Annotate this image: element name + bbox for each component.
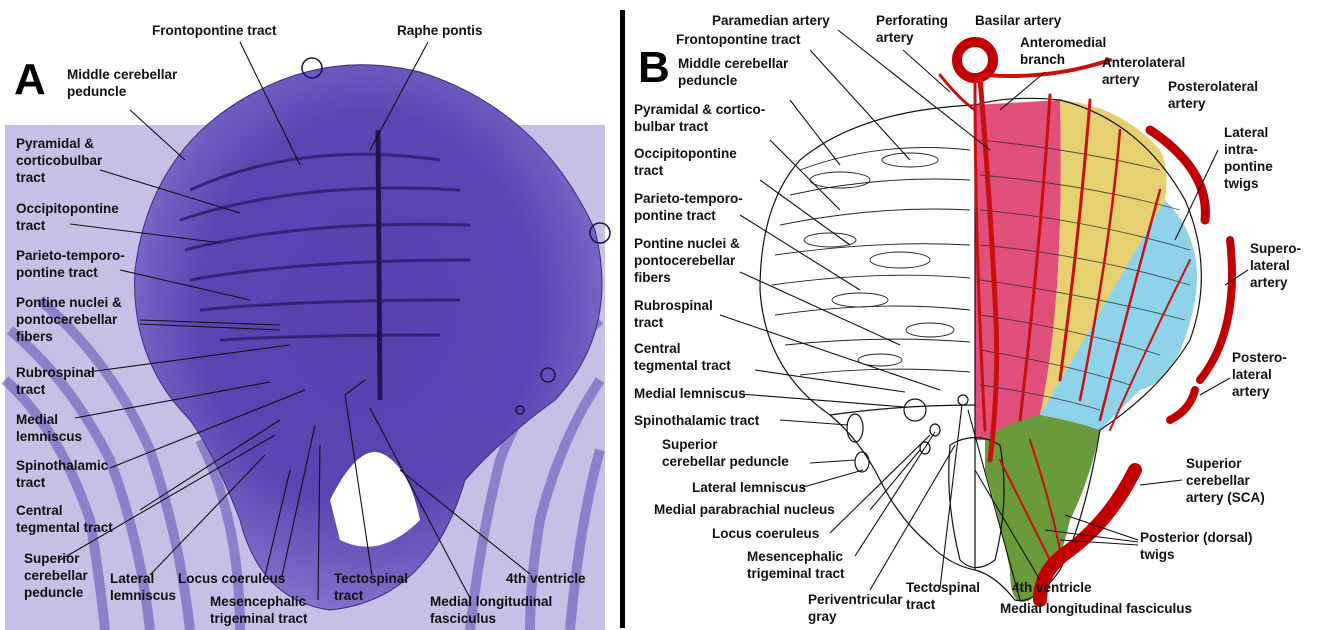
label-spinothalamic-b: Spinothalamic tract [634, 413, 760, 428]
panel-a: A Frontopontine tract Raphe pontis Middl… [0, 0, 620, 630]
label-frontopontine-b: Frontopontine tract [676, 32, 801, 47]
label-parieto-b: Parieto-temporo-pontine tract [634, 191, 743, 223]
left-fibers [772, 148, 970, 376]
label-raphe-a: Raphe pontis [397, 23, 483, 38]
panel-divider [620, 10, 625, 628]
label-posterior-twigs: Posterior (dorsal)twigs [1140, 530, 1253, 562]
label-mlf-b: Medial longitudinal fasciculus [1000, 601, 1192, 616]
basilar-artery [957, 42, 993, 78]
label-medial-lemniscus-b: Medial lemniscus [634, 386, 746, 401]
label-basilar: Basilar artery [975, 13, 1062, 28]
label-medial-parabrachial: Medial parabrachial nucleus [654, 502, 835, 517]
label-frontopontine-a: Frontopontine tract [152, 23, 277, 38]
label-locus-b: Locus coeruleus [712, 526, 819, 541]
panel-b: B [634, 13, 1301, 624]
panel-b-letter: B [638, 43, 670, 92]
postero-lateral-artery [1170, 390, 1195, 420]
label-paramedian: Paramedian artery [712, 13, 830, 28]
label-fourth-a: 4th ventricle [506, 571, 586, 586]
label-lateral-lemniscus-b: Lateral lemniscus [692, 480, 806, 495]
label-locus-a: Locus coeruleus [178, 571, 285, 586]
panel-a-letter: A [14, 55, 46, 104]
superolateral-artery [1200, 240, 1232, 380]
label-fourth-b: 4th ventricle [1012, 580, 1092, 595]
label-pyramidal-b: Pyramidal & cortico-bulbar tract [634, 102, 765, 134]
